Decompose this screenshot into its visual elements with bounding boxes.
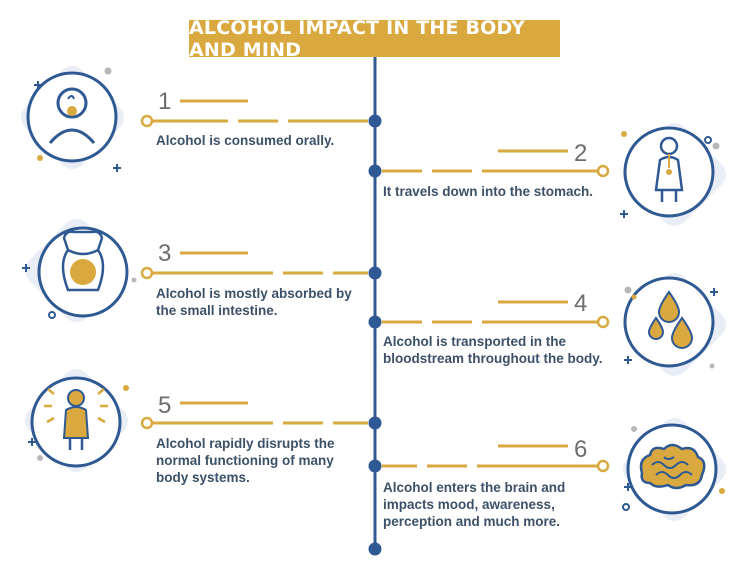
connector-5 (153, 401, 368, 425)
connector-1-end (140, 114, 154, 128)
connector-3 (153, 251, 368, 275)
brain-icon (622, 418, 726, 521)
step-text-2: It travels down into the stomach. (383, 184, 594, 199)
connector-6-end (596, 459, 610, 473)
connector-2-end (596, 164, 610, 178)
connector-5-end (140, 416, 154, 430)
step-number-3: 3 (158, 240, 172, 267)
timeline-end-node (368, 542, 382, 556)
connector-3-end (140, 266, 154, 280)
page-title: ALCOHOL IMPACT IN THE BODY AND MIND (189, 17, 560, 61)
stomach-body-icon (620, 123, 726, 226)
step-text-4: Alcohol is transported in the bloodstrea… (383, 334, 603, 366)
timeline-node-4 (368, 315, 382, 329)
timeline-node-3 (368, 266, 382, 280)
step-number-1: 1 (158, 88, 172, 115)
step-number-4: 4 (574, 290, 588, 317)
timeline-node-5 (368, 416, 382, 430)
connector-4 (382, 300, 597, 324)
step-number-5: 5 (158, 392, 172, 419)
step-text-5: Alcohol rapidly disrupts the normal func… (156, 436, 335, 485)
body-systems-icon (25, 369, 129, 472)
timeline-node-6 (368, 459, 382, 473)
step-number-2: 2 (574, 140, 588, 167)
connector-2 (382, 149, 597, 173)
connector-4-end (596, 315, 610, 329)
timeline-node-1 (368, 114, 382, 128)
step-number-6: 6 (574, 436, 588, 463)
timeline-node-2 (368, 164, 382, 178)
connector-6 (382, 444, 597, 468)
blood-drops-icon (623, 273, 726, 376)
step-text-1: Alcohol is consumed orally. (156, 133, 335, 148)
intestine-icon (22, 219, 137, 322)
connector-1 (153, 99, 368, 123)
step-text-6: Alcohol enters the brain and impacts moo… (383, 480, 566, 529)
mouth-icon (21, 66, 124, 172)
step-text-3: Alcohol is mostly absorbed by the small … (156, 286, 352, 318)
